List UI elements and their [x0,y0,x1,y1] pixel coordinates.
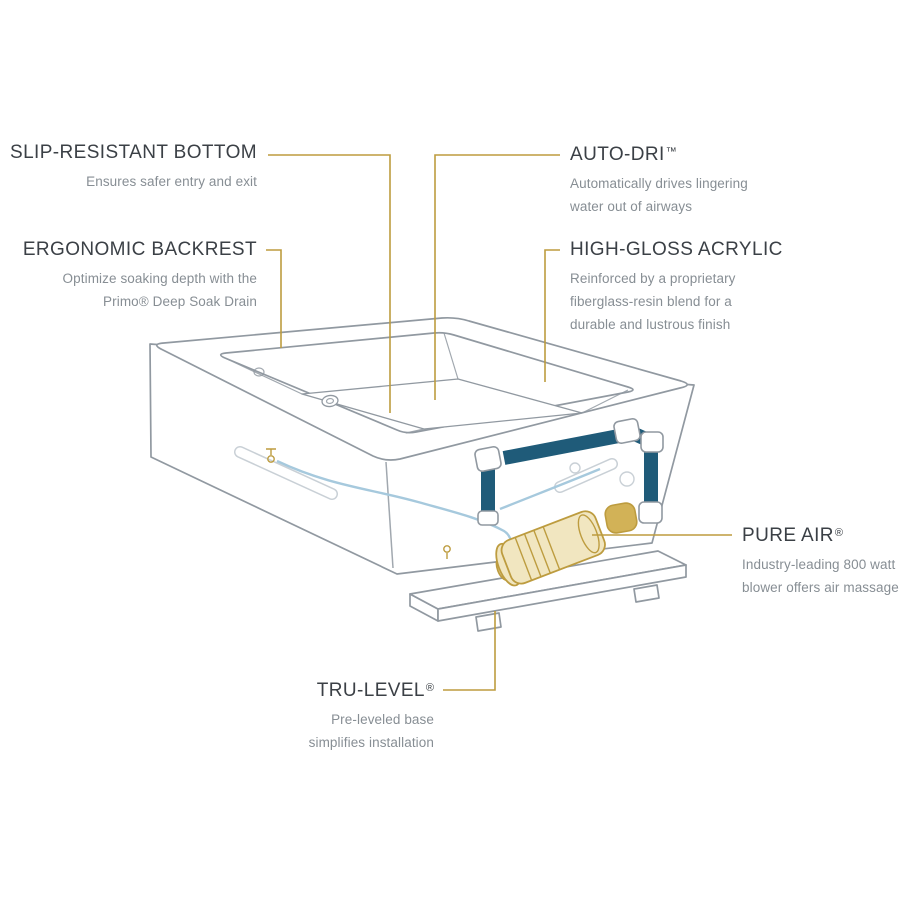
callout-pure-air: PURE AIR® Industry-leading 800 watt blow… [742,522,899,599]
pipe-collar-left [477,510,499,526]
valve-icon-left [266,448,276,463]
callout-title-text: PURE AIR [742,525,834,546]
pipe-elbow-top-right [613,417,641,445]
callout-desc-line: blower offers air massage [742,580,899,595]
callout-high-gloss-acrylic: HIGH-GLOSS ACRYLIC Reinforced by a propr… [570,238,783,336]
valve-icon-bottom [443,545,451,559]
callout-title-text: HIGH-GLOSS ACRYLIC [570,239,783,260]
drain-icon [321,394,339,408]
connector-auto-dri [434,154,560,400]
base-foot-left [475,612,502,632]
apron-slot [234,446,338,500]
callout-slip-resistant-bottom: SLIP-RESISTANT BOTTOM Ensures safer entr… [0,141,257,193]
callout-desc-line: simplifies installation [308,735,434,750]
base-foot-right [633,584,660,603]
callout-desc-line: fiberglass-resin blend for a [570,294,732,309]
callout-desc-line: Ensures safer entry and exit [86,174,257,189]
connector-ergonomic [266,249,282,348]
callout-title-text: TRU-LEVEL [316,680,425,701]
callout-connectors [266,154,732,691]
tub-corner-edge [385,461,394,569]
connector-slip-resistant [268,154,391,413]
trademark-symbol: ™ [665,146,677,158]
air-blower [495,510,606,587]
pipe-top [502,428,626,465]
callout-desc-line: durable and lustrous finish [570,317,731,332]
blower-elbow [604,502,638,534]
callout-desc-line: Optimize soaking depth with the [62,271,257,286]
callout-desc-line: Reinforced by a proprietary [570,271,736,286]
callout-tru-level: TRU-LEVEL® Pre-leveled base simplifies i… [270,677,434,754]
callout-title: TRU-LEVEL® [270,677,434,702]
callout-desc-line: Primo® Deep Soak Drain [103,294,257,309]
callout-title: ERGONOMIC BACKREST [0,238,257,261]
callout-title: AUTO-DRI™ [570,141,748,166]
callout-desc-line: water out of airways [570,199,693,214]
tub-shell [149,316,695,632]
base-front-face [437,564,687,622]
callout-title: PURE AIR® [742,522,899,547]
registered-symbol: ® [834,527,844,539]
connector-high-gloss [544,249,560,382]
air-channel-pipes [474,417,664,534]
callout-title: SLIP-RESISTANT BOTTOM [0,141,257,164]
callout-title-text: ERGONOMIC BACKREST [22,239,257,260]
callout-title: HIGH-GLOSS ACRYLIC [570,238,783,261]
callout-auto-dri: AUTO-DRI™ Automatically drives lingering… [570,141,748,218]
registered-symbol: ® [425,682,434,694]
callout-title-text: SLIP-RESISTANT BOTTOM [10,142,257,163]
callout-desc-line: Industry-leading 800 watt [742,557,896,572]
callout-ergonomic-backrest: ERGONOMIC BACKREST Optimize soaking dept… [0,238,257,313]
callout-title-text: AUTO-DRI [570,144,665,165]
connector-tru-level [443,611,496,691]
bowl-wall-edges [224,332,629,434]
pipe-elbow-bottom-right [638,501,663,524]
overflow-icon [253,367,265,377]
callout-desc-line: Automatically drives lingering [570,176,748,191]
air-hose [276,459,601,546]
pipe-elbow-left [474,445,502,473]
pipe-elbow-right [640,431,664,453]
callout-desc-line: Pre-leveled base [331,712,434,727]
